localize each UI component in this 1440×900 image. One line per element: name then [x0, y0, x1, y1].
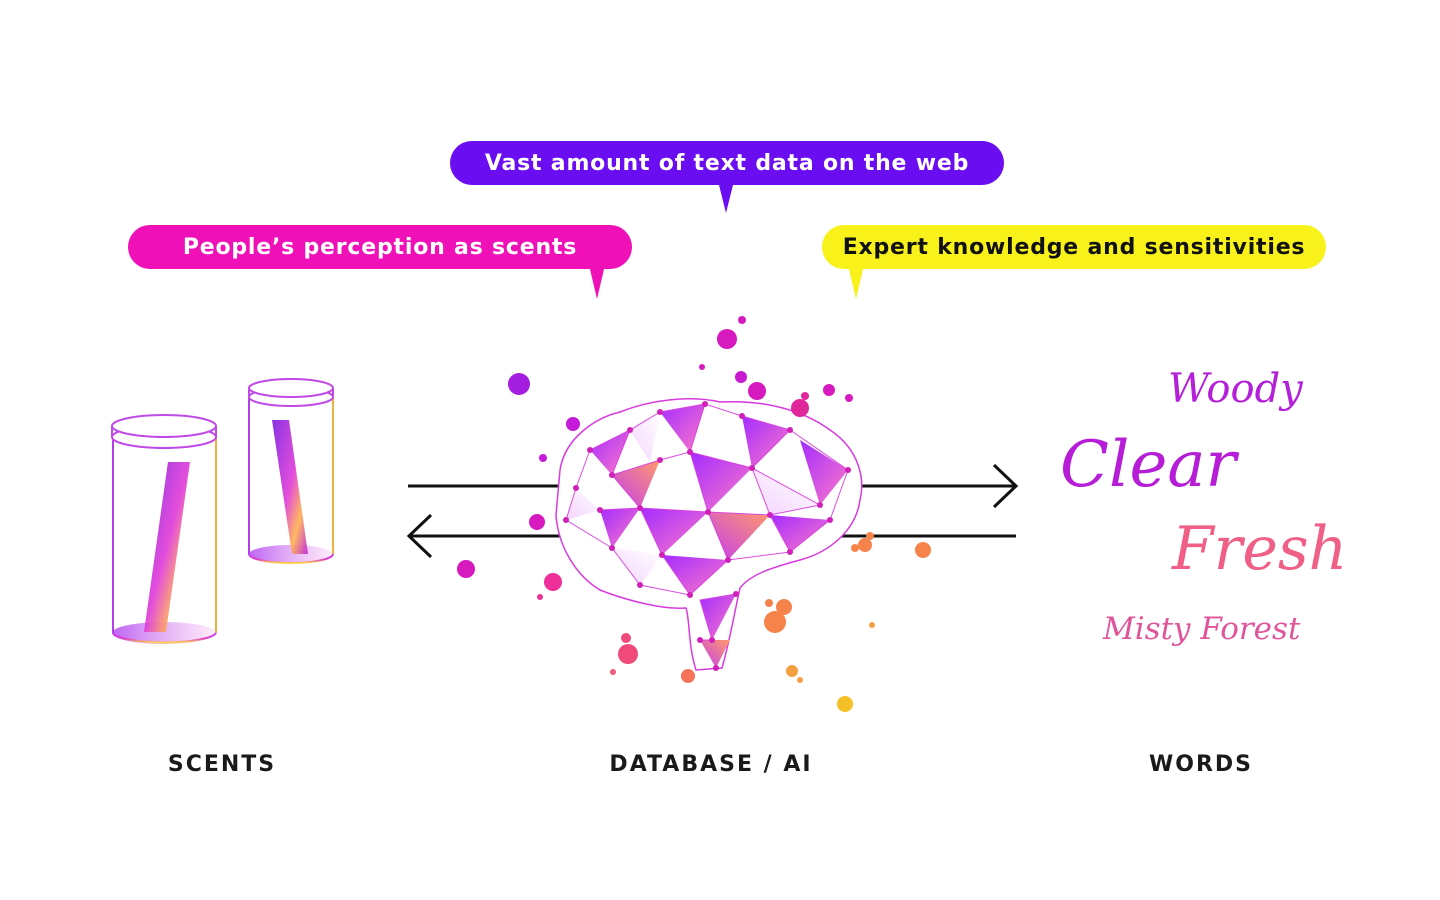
bubble-expert-tail — [848, 265, 864, 299]
word-woody: Woody — [1168, 366, 1303, 412]
bubble-web-data: Vast amount of text data on the web — [450, 141, 1004, 213]
label-words: WORDS — [1148, 752, 1254, 777]
word-misty-forest: Misty Forest — [1103, 611, 1301, 647]
jar-large-icon — [111, 414, 217, 644]
bubble-web-tail — [718, 181, 734, 213]
bubble-people-text: People’s perception as scents — [182, 234, 578, 260]
word-clear: Clear — [1060, 428, 1237, 502]
bubble-expert-text: Expert knowledge and sensitivities — [842, 234, 1306, 260]
label-scents: SCENTS — [167, 752, 277, 777]
bubble-expert-knowledge: Expert knowledge and sensitivities — [822, 225, 1326, 299]
jar-small-icon — [248, 378, 334, 564]
bubble-people-tail — [589, 265, 605, 299]
brain-network-icon — [555, 398, 863, 671]
bubble-web-text: Vast amount of text data on the web — [484, 150, 970, 176]
word-fresh: Fresh — [1172, 514, 1348, 584]
data-dots-icon — [457, 316, 931, 712]
label-database-ai: DATABASE / AI — [609, 752, 813, 777]
bubble-people-perception: People’s perception as scents — [128, 225, 632, 299]
